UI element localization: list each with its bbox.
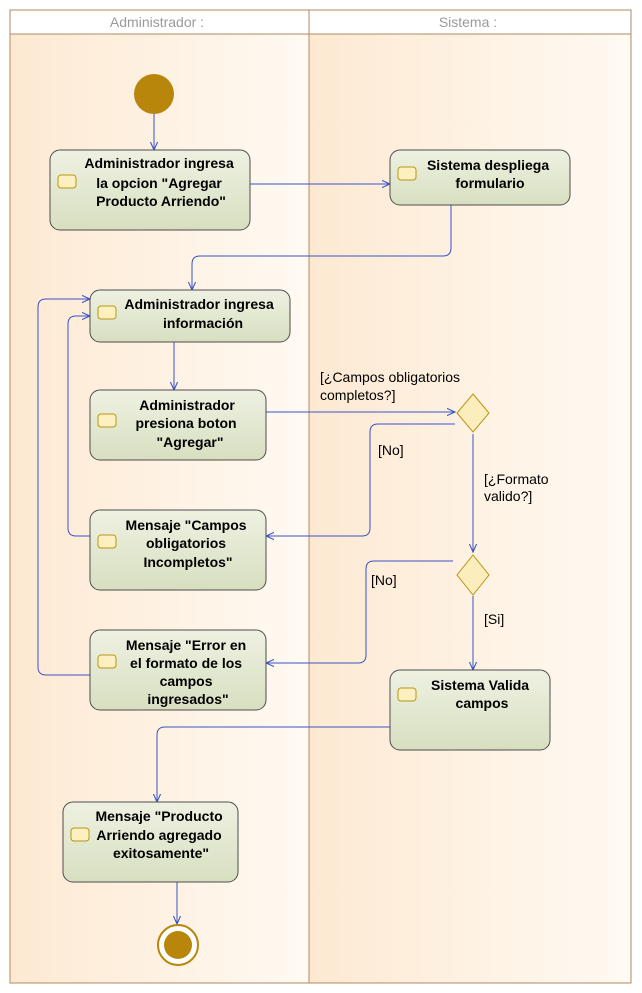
decision-formato-valido xyxy=(456,554,490,596)
guard-si: [Si] xyxy=(484,611,504,627)
action-m1: Mensaje "Campos obligatorios Incompletos… xyxy=(89,509,267,591)
action-icon xyxy=(397,687,417,702)
lane-title-administrador: Administrador : xyxy=(110,14,204,30)
edges xyxy=(37,114,473,924)
lane-title-sistema: Sistema : xyxy=(439,14,497,30)
lane-header-sistema xyxy=(308,9,632,35)
lane-header-administrador xyxy=(9,9,310,35)
action-icon xyxy=(97,654,117,669)
guard-no-2: [No] xyxy=(371,572,397,588)
action-icon xyxy=(57,174,77,189)
action-m2-label: Mensaje "Error en el formato de los camp… xyxy=(126,637,250,707)
guard-formato-valido: [¿Formato valido?] xyxy=(484,471,552,504)
action-a2-label: Administrador ingresa información xyxy=(124,296,277,331)
edge-d2-to-m2 xyxy=(266,560,453,663)
action-a3-label: Administrador presiona boton "Agregar" xyxy=(135,397,240,450)
edge-s1-to-a2 xyxy=(192,205,452,290)
action-s1-label: Sistema despliega formulario xyxy=(427,157,553,191)
action-icon xyxy=(70,827,90,842)
action-a3: Administrador presiona boton "Agregar" xyxy=(89,389,267,461)
end-node xyxy=(157,924,199,966)
action-s1: Sistema despliega formulario xyxy=(389,149,571,206)
action-s2-label: Sistema Valida campos xyxy=(431,677,533,711)
start-node xyxy=(134,74,174,114)
guard-no-1: [No] xyxy=(378,442,404,458)
action-s2: Sistema Valida campos xyxy=(389,669,551,751)
action-icon xyxy=(97,534,117,549)
edge-s2-to-m3 xyxy=(157,726,390,802)
decision-campos-completos xyxy=(456,393,490,433)
action-m1-label: Mensaje "Campos obligatorios Incompletos… xyxy=(126,517,251,570)
edge-d1-to-m1 xyxy=(266,423,455,536)
action-a2: Administrador ingresa información xyxy=(89,289,291,343)
edge-m1-to-a2 xyxy=(67,316,90,537)
action-m3: Mensaje "Producto Arriendo agregado exit… xyxy=(62,801,239,883)
action-a1-label: Administrador ingresa la opcion "Agregar… xyxy=(84,155,237,209)
guard-campos-completos: [¿Campos obligatorios completos?] xyxy=(320,369,464,403)
action-a1: Administrador ingresa la opcion "Agregar… xyxy=(49,149,251,231)
edge-m2-to-a2 xyxy=(37,299,90,676)
action-m3-label: Mensaje "Producto Arriendo agregado exit… xyxy=(95,808,226,861)
action-icon xyxy=(97,413,117,428)
action-icon xyxy=(397,166,417,181)
action-m2: Mensaje "Error en el formato de los camp… xyxy=(89,629,267,711)
action-icon xyxy=(97,305,117,320)
